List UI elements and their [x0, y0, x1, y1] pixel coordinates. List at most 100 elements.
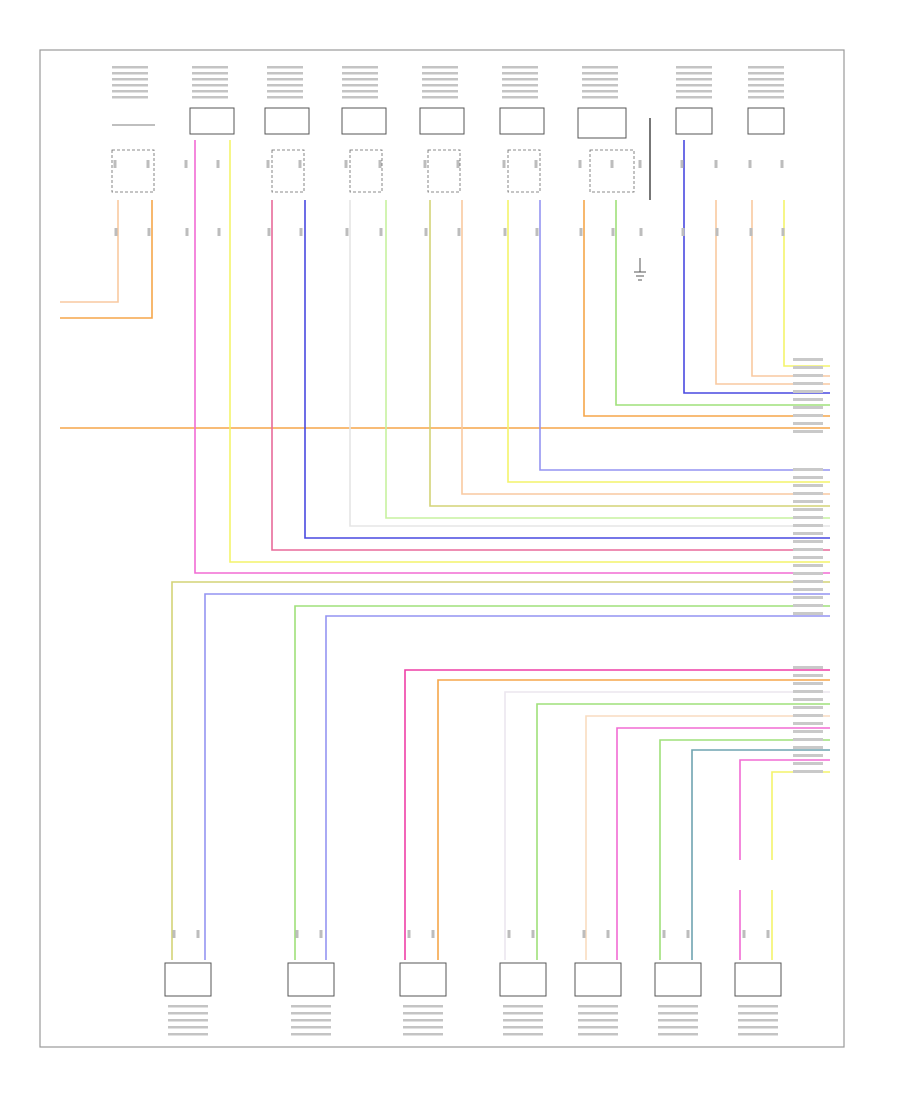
- blurred-wire-label: [793, 666, 823, 669]
- blurred-wire-label: [793, 484, 823, 487]
- blurred-wire-label: [793, 406, 823, 409]
- module-box-top: [675, 107, 713, 135]
- blurred-title-text: [658, 1019, 698, 1022]
- blurred-title-text: [738, 1019, 778, 1022]
- blurred-title-text: [342, 96, 378, 99]
- module-box-bottom: [287, 962, 335, 997]
- blurred-wire-label: [793, 390, 823, 393]
- blurred-title-text: [403, 1026, 443, 1029]
- blurred-title-text: [342, 78, 378, 81]
- blurred-wire-label: [793, 580, 823, 583]
- wire-blue: [683, 140, 830, 394]
- wire-light-blue: [204, 593, 830, 960]
- blurred-title-text: [112, 84, 148, 87]
- blurred-title-text: [748, 84, 784, 87]
- blurred-wire-label: [793, 714, 823, 717]
- wire-light: [504, 691, 830, 960]
- blurred-title-text: [676, 84, 712, 87]
- blurred-title-text: [112, 66, 148, 69]
- blurred-title-text: [503, 1012, 543, 1015]
- blurred-title-text: [676, 96, 712, 99]
- blurred-title-text: [168, 1012, 208, 1015]
- blurred-wire-label: [793, 540, 823, 543]
- blurred-title-text: [291, 1033, 331, 1036]
- wire-pink: [194, 140, 830, 574]
- blurred-wire-label: [793, 500, 823, 503]
- connector-bracket: [349, 149, 383, 193]
- module-box-top: [419, 107, 465, 135]
- module-box-top: [264, 107, 310, 135]
- module-box-top: [577, 107, 627, 139]
- module-box-bottom: [574, 962, 622, 997]
- blurred-wire-label: [793, 468, 823, 471]
- blurred-wire-label: [793, 738, 823, 741]
- blurred-title-text: [112, 90, 148, 93]
- blurred-title-text: [291, 1026, 331, 1029]
- blurred-title-text: [503, 1019, 543, 1022]
- blurred-title-text: [267, 84, 303, 87]
- blurred-title-text: [748, 72, 784, 75]
- wire-pink: [616, 727, 830, 960]
- blurred-title-text: [291, 1019, 331, 1022]
- blurred-title-text: [422, 66, 458, 69]
- blurred-wire-label: [793, 690, 823, 693]
- wire-light-orange: [461, 200, 830, 495]
- wire-yellow: [229, 140, 830, 563]
- blurred-title-text: [267, 66, 303, 69]
- wire-gray: [349, 200, 830, 527]
- blurred-title-text: [422, 72, 458, 75]
- connector-bracket: [427, 149, 461, 193]
- blurred-title-text: [267, 78, 303, 81]
- wire-teal: [691, 749, 830, 960]
- wire-green: [536, 703, 830, 960]
- blurred-wire-label: [793, 556, 823, 559]
- module-box-bottom: [164, 962, 212, 997]
- blurred-title-text: [676, 66, 712, 69]
- wire-olive: [429, 200, 830, 507]
- wire-yellow: [783, 200, 830, 367]
- blurred-title-text: [658, 1033, 698, 1036]
- wire-olive: [171, 581, 830, 960]
- blurred-title-text: [582, 84, 618, 87]
- wire-yellow: [771, 771, 830, 860]
- blurred-wire-label: [793, 754, 823, 757]
- blurred-title-text: [676, 90, 712, 93]
- blurred-title-text: [267, 72, 303, 75]
- module-box-top: [189, 107, 235, 135]
- blurred-wire-label: [793, 422, 823, 425]
- blurred-title-text: [291, 1005, 331, 1008]
- wire-green: [294, 605, 830, 960]
- module-box-top: [499, 107, 545, 135]
- blurred-title-text: [422, 90, 458, 93]
- blurred-title-text: [748, 90, 784, 93]
- module-box-bottom: [399, 962, 447, 997]
- blurred-wire-label: [793, 604, 823, 607]
- blurred-title-text: [192, 72, 228, 75]
- blurred-wire-label: [793, 770, 823, 773]
- wire-light-orange: [751, 200, 830, 377]
- blurred-wire-label: [793, 524, 823, 527]
- blurred-wire-label: [793, 762, 823, 765]
- blurred-title-text: [582, 66, 618, 69]
- blurred-title-text: [342, 84, 378, 87]
- blurred-wire-label: [793, 358, 823, 361]
- blurred-title-text: [502, 66, 538, 69]
- connector-bracket: [507, 149, 541, 193]
- wire-light-blue: [325, 615, 830, 960]
- blurred-title-text: [582, 90, 618, 93]
- wire-orange: [437, 679, 830, 960]
- blurred-wire-label: [793, 508, 823, 511]
- blurred-title-text: [502, 72, 538, 75]
- blurred-title-text: [582, 96, 618, 99]
- wire-orange: [60, 200, 153, 319]
- blurred-title-text: [503, 1005, 543, 1008]
- wire-yellow: [507, 200, 830, 483]
- blurred-title-text: [578, 1005, 618, 1008]
- blurred-title-text: [676, 72, 712, 75]
- blurred-wire-label: [793, 572, 823, 575]
- blurred-title-text: [582, 72, 618, 75]
- module-box-bottom: [734, 962, 782, 997]
- blurred-title-text: [738, 1012, 778, 1015]
- blurred-title-text: [578, 1019, 618, 1022]
